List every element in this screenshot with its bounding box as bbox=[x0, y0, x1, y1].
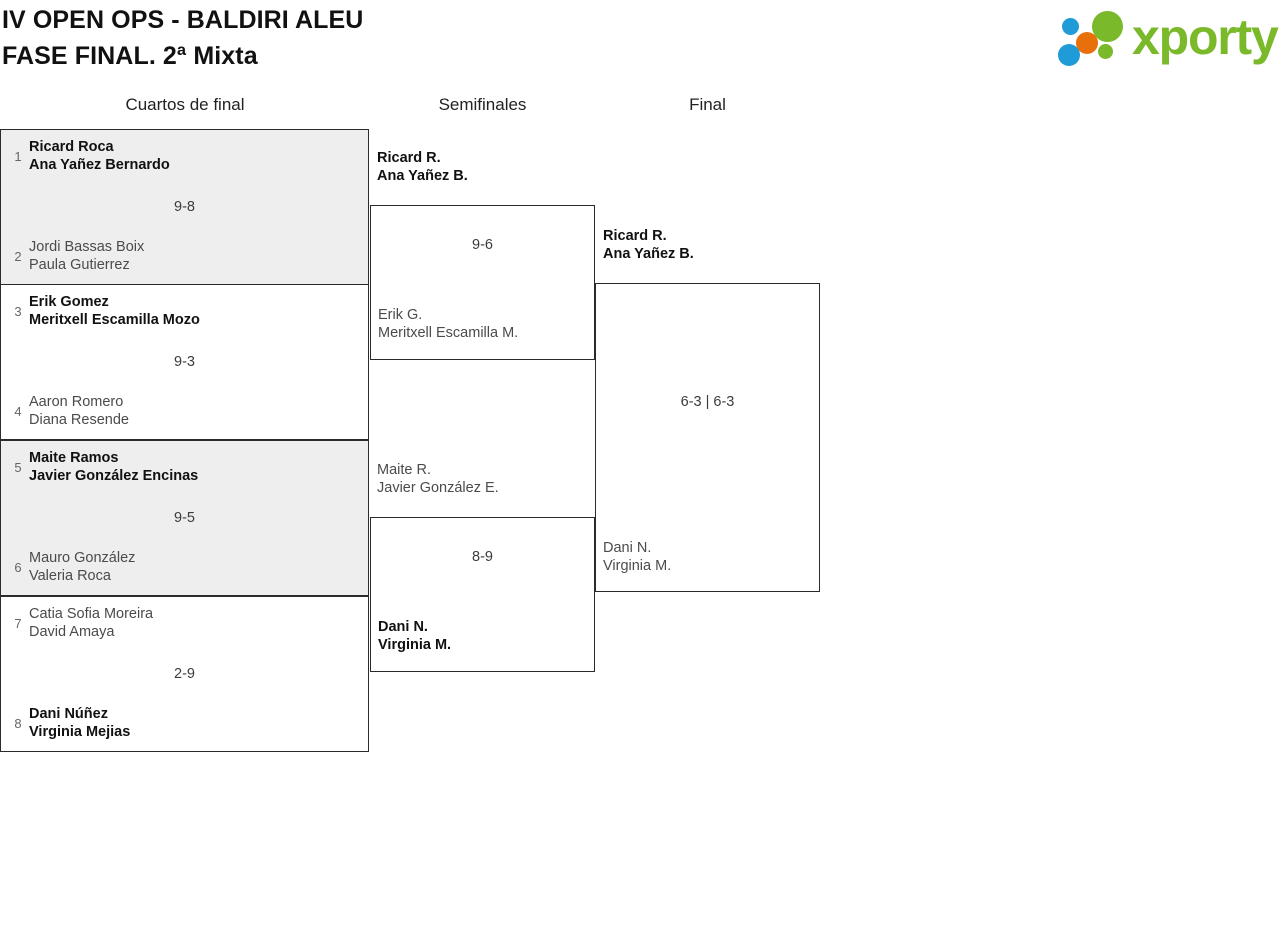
match-semifinal-1[interactable]: 9-6 Erik G. Meritxell Escamilla M. bbox=[370, 205, 595, 360]
match-score: 2-9 bbox=[174, 666, 195, 682]
match-score: 6-3 | 6-3 bbox=[680, 394, 735, 410]
match-quarterfinal-2[interactable]: 3 Erik Gomez Meritxell Escamilla Mozo 9-… bbox=[0, 284, 369, 440]
match-final[interactable]: 6-3 | 6-3 Dani N. Virginia M. bbox=[595, 283, 820, 592]
final-team-bottom[interactable]: Dani N. Virginia M. bbox=[603, 539, 671, 575]
match-score: 8-9 bbox=[472, 549, 493, 565]
seed-number: 4 bbox=[14, 403, 22, 419]
semifinal-1-team-bottom[interactable]: Erik G. Meritxell Escamilla M. bbox=[378, 306, 518, 342]
player-2-name: Meritxell Escamilla Mozo bbox=[29, 312, 200, 328]
player-1-name: Maite Ramos bbox=[29, 450, 119, 466]
seed-number: 8 bbox=[14, 715, 22, 731]
seed-number: 7 bbox=[14, 615, 22, 631]
match-quarterfinal-4[interactable]: 7 Catia Sofia Moreira David Amaya 2-9 8 … bbox=[0, 596, 369, 752]
player-2-name: Javier González E. bbox=[377, 480, 499, 496]
player-1-name: Ricard R. bbox=[377, 150, 441, 166]
player-2-name: Virginia Mejias bbox=[29, 724, 131, 740]
player-1-name: Dani N. bbox=[603, 540, 652, 556]
player-1-name: Erik Gomez bbox=[29, 294, 109, 310]
player-1-name: Dani Núñez bbox=[29, 706, 108, 722]
match-quarterfinal-3[interactable]: 5 Maite Ramos Javier González Encinas 9-… bbox=[0, 440, 369, 596]
player-2-name: Virginia M. bbox=[378, 637, 452, 653]
page-title: IV OPEN OPS - BALDIRI ALEU FASE FINAL. 2… bbox=[2, 2, 363, 74]
page-header: IV OPEN OPS - BALDIRI ALEU FASE FINAL. 2… bbox=[0, 0, 1280, 80]
seed-number: 2 bbox=[14, 248, 22, 264]
round-header-quarterfinals: Cuartos de final bbox=[125, 95, 245, 114]
player-1-name: Ricard Roca bbox=[29, 139, 114, 155]
player-1-name: Aaron Romero bbox=[29, 394, 124, 410]
logo-wordmark: xporty bbox=[1132, 9, 1279, 65]
match-score: 9-8 bbox=[174, 199, 195, 215]
player-2-name: Javier González Encinas bbox=[29, 468, 199, 484]
player-2-name: Valeria Roca bbox=[29, 568, 111, 584]
match-team-bottom[interactable]: 6 Mauro González Valeria Roca bbox=[9, 549, 135, 585]
match-team-top[interactable]: 7 Catia Sofia Moreira David Amaya bbox=[9, 605, 153, 641]
team-names: Mauro González Valeria Roca bbox=[27, 549, 135, 585]
seed-number: 1 bbox=[14, 148, 22, 164]
match-score: 9-6 bbox=[472, 237, 493, 253]
tournament-name: IV OPEN OPS - BALDIRI ALEU bbox=[2, 6, 364, 34]
match-team-top[interactable]: 1 Ricard Roca Ana Yañez Bernardo bbox=[9, 138, 170, 174]
seed-number: 3 bbox=[14, 303, 22, 319]
xporty-logo[interactable]: xporty bbox=[1054, 6, 1279, 68]
player-2-name: Diana Resende bbox=[29, 412, 129, 428]
logo-dot-orange bbox=[1076, 32, 1098, 54]
player-1-name: Maite R. bbox=[377, 462, 431, 478]
team-names: Aaron Romero Diana Resende bbox=[27, 393, 129, 429]
logo-dot-blue-large bbox=[1058, 44, 1080, 66]
match-semifinal-2[interactable]: 8-9 Dani N. Virginia M. bbox=[370, 517, 595, 672]
tournament-phase: FASE FINAL. 2ª Mixta bbox=[2, 42, 258, 70]
player-2-name: Ana Yañez B. bbox=[603, 246, 694, 262]
logo-dot-blue-small bbox=[1062, 18, 1079, 35]
team-names: Ricard Roca Ana Yañez Bernardo bbox=[27, 138, 170, 174]
match-score: 9-5 bbox=[174, 510, 195, 526]
team-names: Catia Sofia Moreira David Amaya bbox=[27, 605, 153, 641]
semifinal-2-team-top[interactable]: Maite R. Javier González E. bbox=[377, 461, 499, 497]
player-1-name: Ricard R. bbox=[603, 228, 667, 244]
player-2-name: Paula Gutierrez bbox=[29, 257, 130, 273]
player-2-name: Virginia M. bbox=[603, 558, 672, 574]
seed-number: 5 bbox=[14, 459, 22, 475]
match-quarterfinal-1[interactable]: 1 Ricard Roca Ana Yañez Bernardo 9-8 2 J… bbox=[0, 129, 369, 285]
player-2-name: David Amaya bbox=[29, 624, 115, 640]
seed-number: 6 bbox=[14, 559, 22, 575]
player-2-name: Meritxell Escamilla M. bbox=[378, 325, 519, 341]
team-names: Jordi Bassas Boix Paula Gutierrez bbox=[27, 238, 144, 274]
team-names: Erik Gomez Meritxell Escamilla Mozo bbox=[27, 293, 200, 329]
match-team-bottom[interactable]: 2 Jordi Bassas Boix Paula Gutierrez bbox=[9, 238, 144, 274]
match-score: 9-3 bbox=[174, 354, 195, 370]
player-2-name: Ana Yañez B. bbox=[377, 168, 468, 184]
match-team-bottom[interactable]: 8 Dani Núñez Virginia Mejias bbox=[9, 705, 130, 741]
logo-dot-green-large bbox=[1092, 11, 1123, 42]
player-1-name: Catia Sofia Moreira bbox=[29, 606, 154, 622]
logo-dot-green-small bbox=[1098, 44, 1113, 59]
player-1-name: Jordi Bassas Boix bbox=[29, 239, 145, 255]
round-header-semifinals: Semifinales bbox=[438, 95, 527, 114]
semifinal-1-team-top[interactable]: Ricard R. Ana Yañez B. bbox=[377, 149, 468, 185]
match-team-bottom[interactable]: 4 Aaron Romero Diana Resende bbox=[9, 393, 129, 429]
semifinal-2-team-bottom[interactable]: Dani N. Virginia M. bbox=[378, 618, 451, 654]
player-1-name: Erik G. bbox=[378, 307, 423, 323]
player-1-name: Dani N. bbox=[378, 619, 428, 635]
team-names: Maite Ramos Javier González Encinas bbox=[27, 449, 198, 485]
player-2-name: Ana Yañez Bernardo bbox=[29, 157, 170, 173]
round-header-final: Final bbox=[689, 95, 726, 114]
final-team-top[interactable]: Ricard R. Ana Yañez B. bbox=[603, 227, 694, 263]
match-team-top[interactable]: 5 Maite Ramos Javier González Encinas bbox=[9, 449, 198, 485]
team-names: Dani Núñez Virginia Mejias bbox=[27, 705, 130, 741]
player-1-name: Mauro González bbox=[29, 550, 136, 566]
logo-dots-icon bbox=[1058, 10, 1136, 66]
match-team-top[interactable]: 3 Erik Gomez Meritxell Escamilla Mozo bbox=[9, 293, 200, 329]
